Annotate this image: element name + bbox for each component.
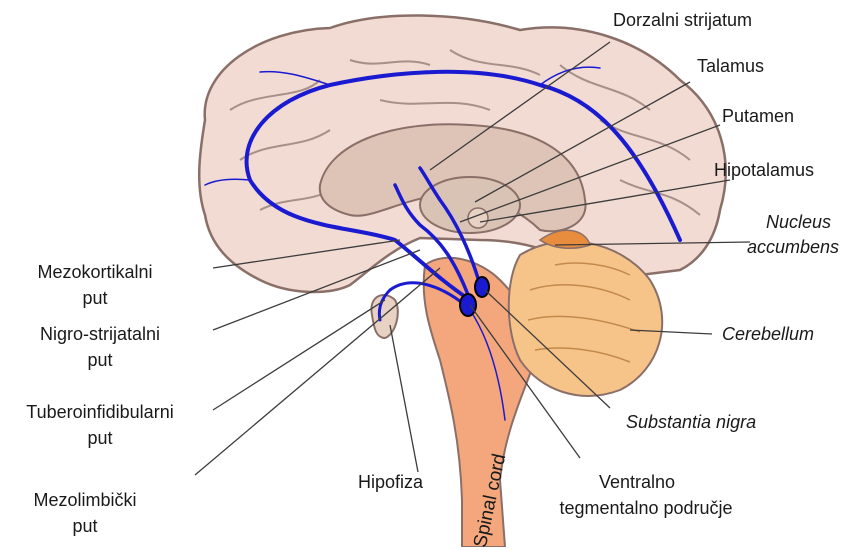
label-mezolimbicki-put: put bbox=[10, 514, 160, 538]
label-hipotalamus: Hipotalamus bbox=[714, 158, 814, 182]
label-mezolimbicki: Mezolimbički bbox=[10, 488, 160, 512]
label-substantia-nigra: Substantia nigra bbox=[626, 410, 756, 434]
label-mezokortikalni-put: put bbox=[20, 286, 170, 310]
label-talamus: Talamus bbox=[697, 54, 764, 78]
label-nucleus: Nucleus bbox=[766, 210, 831, 234]
label-tegmentalno: tegmentalno područje bbox=[536, 496, 756, 520]
vta-nucleus bbox=[460, 294, 476, 316]
label-tuberoinfidibularni: Tuberoinfidibularni bbox=[5, 400, 195, 424]
label-mezokortikalni: Mezokortikalni bbox=[20, 260, 170, 284]
label-accumbens: accumbens bbox=[747, 235, 839, 259]
label-cerebellum: Cerebellum bbox=[722, 322, 814, 346]
label-ventralno: Ventralno bbox=[577, 470, 697, 494]
label-tuberoinfidibularni-put: put bbox=[5, 426, 195, 450]
label-nigro-strijatalni: Nigro-strijatalni bbox=[20, 322, 180, 346]
pituitary-shape bbox=[371, 295, 397, 338]
substantia-nigra-nucleus bbox=[475, 277, 489, 297]
label-hipofiza: Hipofiza bbox=[358, 470, 423, 494]
label-nigro-strijatalni-put: put bbox=[20, 348, 180, 372]
label-putamen: Putamen bbox=[722, 104, 794, 128]
label-dorzalni-strijatum: Dorzalni strijatum bbox=[613, 8, 752, 32]
